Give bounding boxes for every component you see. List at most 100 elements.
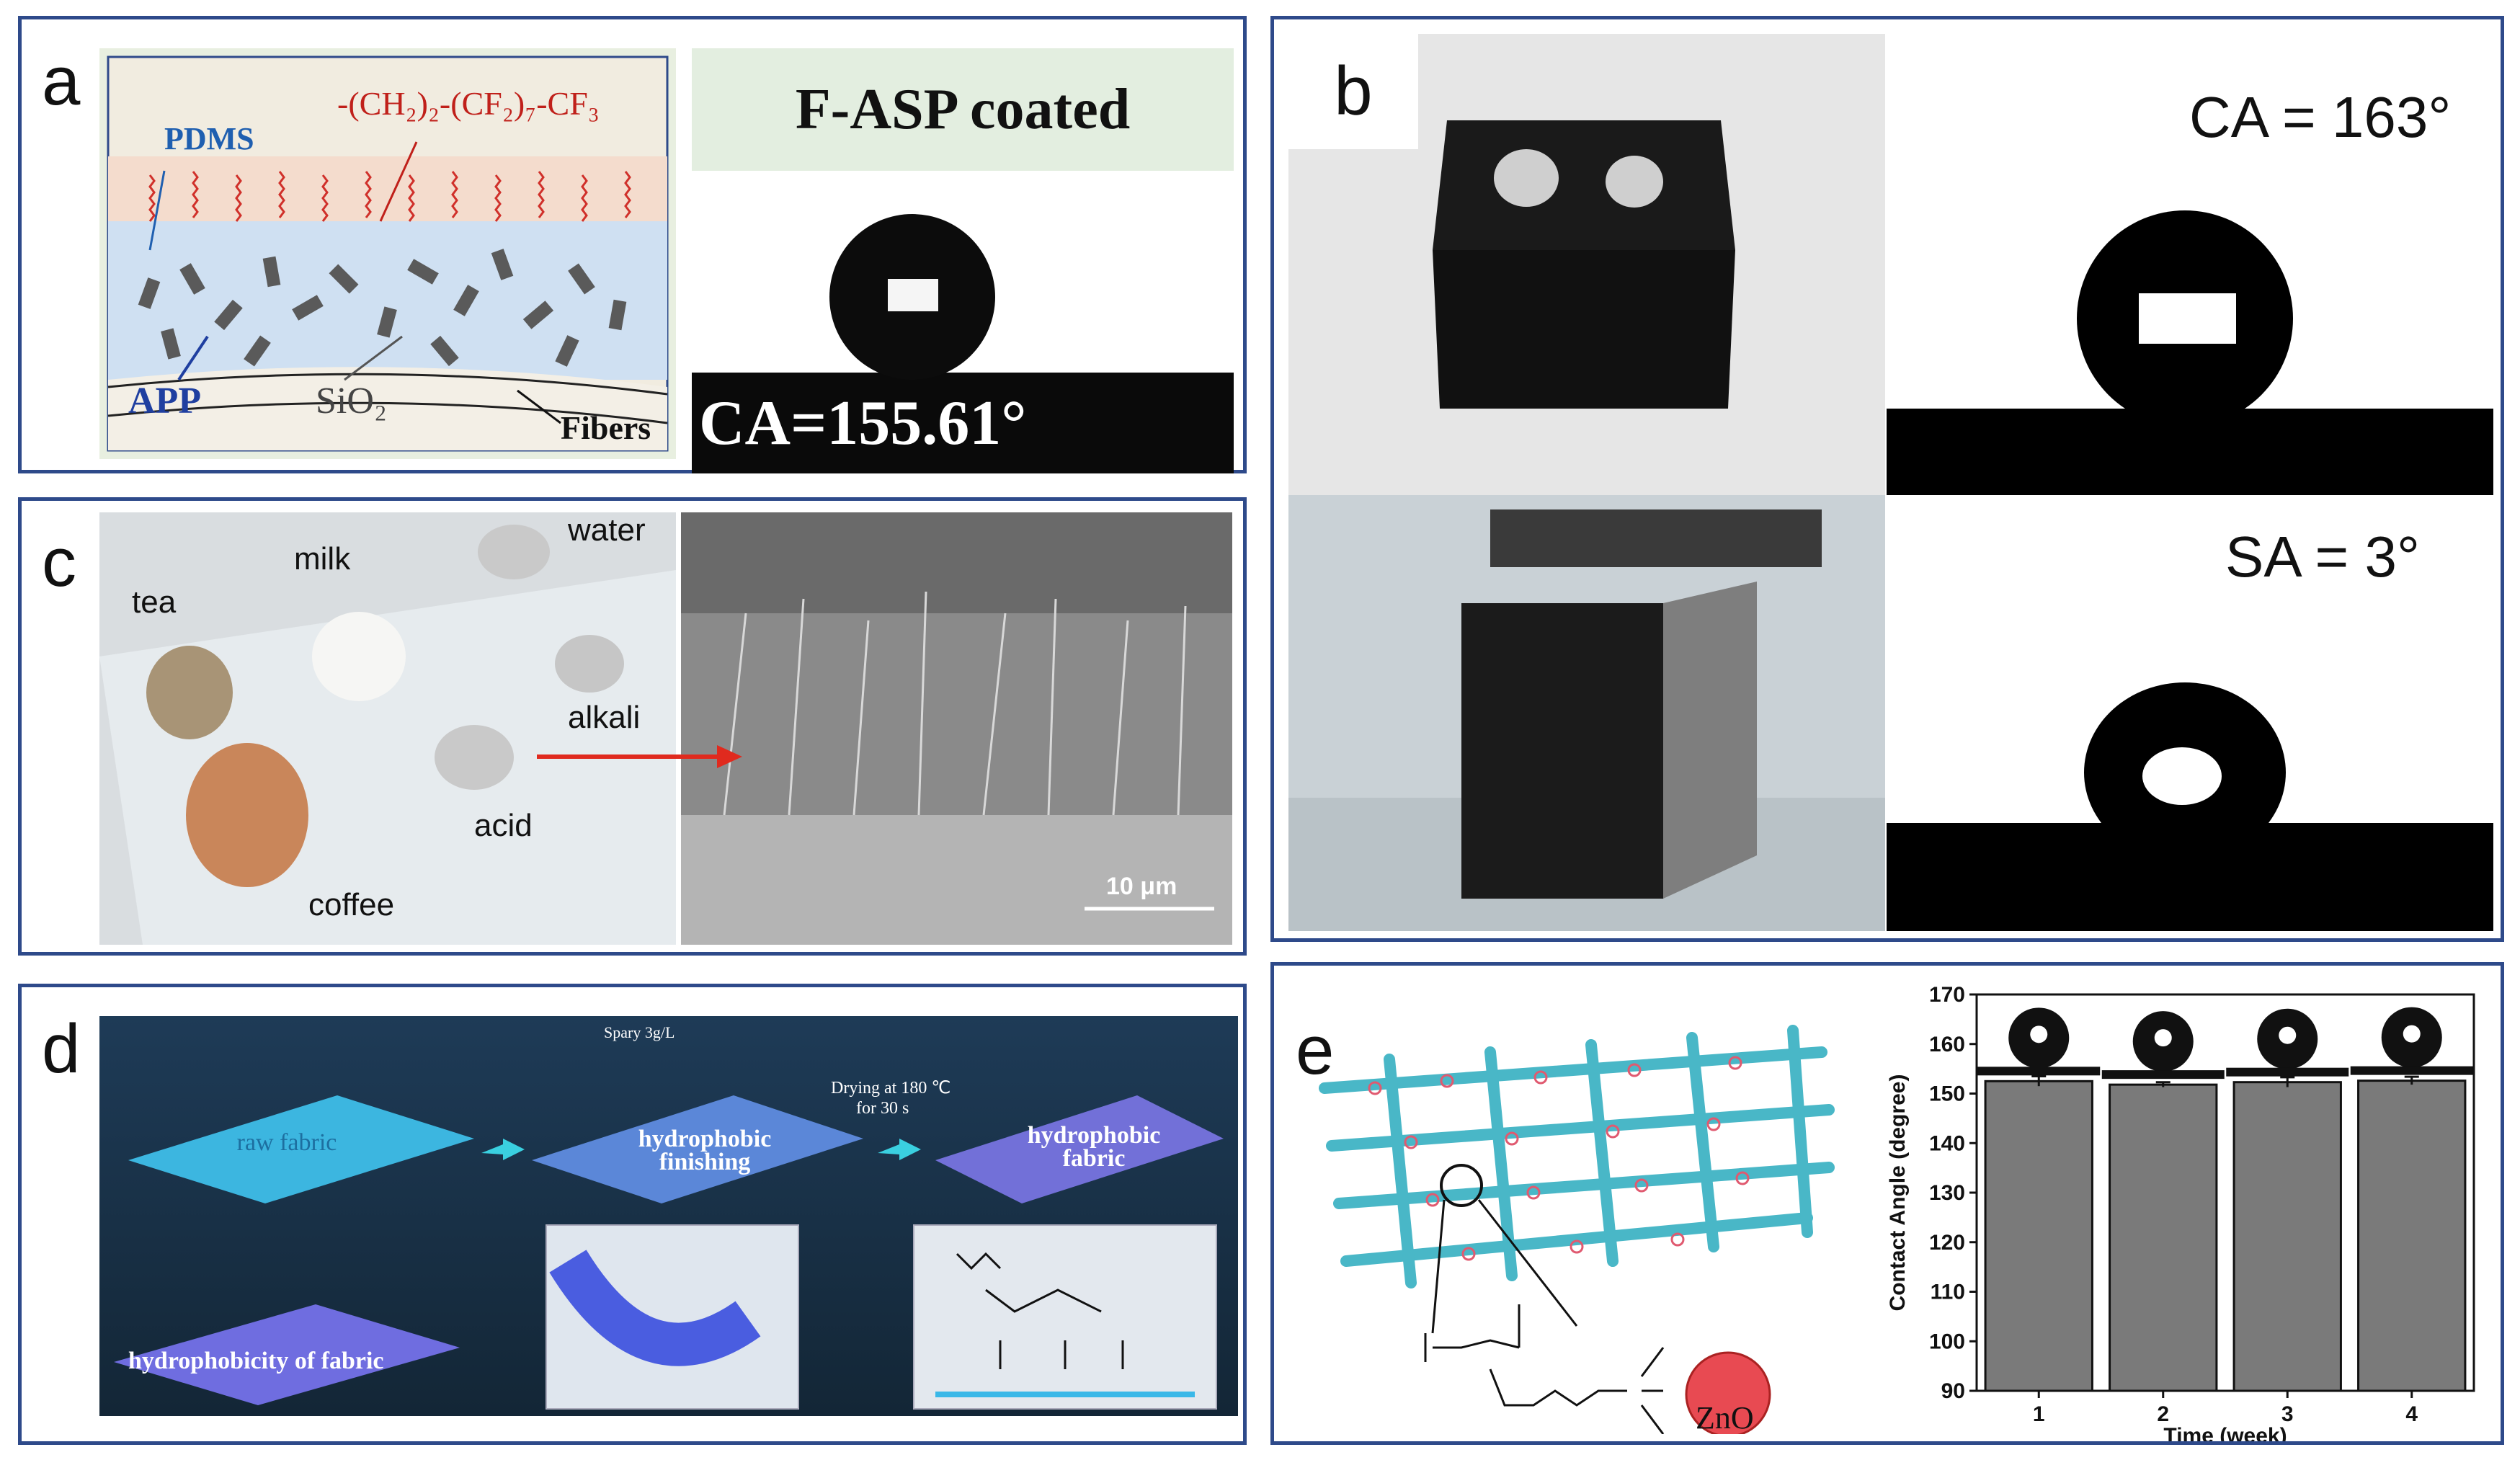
app-label: APP bbox=[128, 380, 202, 422]
panel-a-label: a bbox=[42, 43, 81, 120]
sem-scale-label: 10 μm bbox=[1106, 873, 1177, 900]
panel-c-label: c bbox=[42, 524, 76, 601]
spray-label: Spary 3g/L bbox=[604, 1023, 675, 1041]
y-tick-label: 150 bbox=[1929, 1082, 1965, 1106]
sio2-label: SiO₂ bbox=[316, 380, 388, 422]
water-drop bbox=[478, 525, 550, 579]
liquid-label-water: water bbox=[568, 512, 646, 548]
panel-a: a bbox=[18, 16, 1247, 473]
hydrophobic-fabric bbox=[935, 1095, 1224, 1203]
fibers-arrow bbox=[517, 389, 561, 424]
panel-a-schematic: PDMS -(CH₂)₂-(CF₂)₇-CF₃ APP SiO₂ Fibers bbox=[99, 48, 676, 459]
acid-drop bbox=[435, 725, 514, 790]
ca-droplet-image bbox=[1887, 210, 2493, 495]
droplet-image bbox=[692, 214, 1234, 473]
sa-droplet-b: SA = 3° bbox=[1887, 495, 2493, 931]
droplet-highlight bbox=[2403, 1025, 2421, 1043]
red-arrow bbox=[537, 745, 742, 768]
coffee-drop bbox=[186, 743, 308, 887]
raw-fabric-label: raw fabric bbox=[236, 1129, 337, 1156]
raw-fabric bbox=[128, 1095, 474, 1203]
droplet-substrate bbox=[2226, 1067, 2349, 1077]
bar bbox=[2109, 1083, 2218, 1392]
sem-nanostructure-image bbox=[681, 512, 1232, 945]
panel-b-sa: SA = 3° bbox=[2225, 525, 2420, 589]
y-tick-label: 140 bbox=[1929, 1131, 1965, 1155]
panel-a-ca: CA=155.61° bbox=[699, 388, 1027, 458]
chain-arrow bbox=[379, 141, 418, 222]
liquid-drops-image bbox=[99, 512, 676, 945]
cube-photo-top: b bbox=[1288, 34, 1885, 495]
panel-a-droplet: F-ASP coated CA=155.61° bbox=[692, 48, 1234, 473]
sio2-arrow bbox=[344, 335, 403, 381]
alkali-drop bbox=[555, 635, 624, 693]
zno-label: ZnO bbox=[1696, 1400, 1754, 1434]
tea-drop bbox=[146, 646, 233, 739]
liquid-label-coffee: coffee bbox=[308, 887, 395, 922]
panel-e: e bbox=[1270, 962, 2504, 1445]
zno-fabric-schematic: ZnO bbox=[1303, 987, 1851, 1434]
x-tick-label: 3 bbox=[2281, 1402, 2294, 1426]
polymer-structure bbox=[1424, 1304, 1665, 1434]
fiber-curve bbox=[549, 1250, 761, 1366]
liquid-label-acid: acid bbox=[474, 808, 533, 843]
droplet-highlight bbox=[2030, 1025, 2048, 1043]
droplet-substrate bbox=[2350, 1066, 2473, 1075]
cube-photo-bottom bbox=[1288, 495, 1885, 931]
drying-label: Drying at 180 ℃ bbox=[831, 1079, 951, 1098]
process-arrow-2 bbox=[878, 1139, 921, 1160]
bar bbox=[1984, 1080, 2093, 1392]
process-arrow-1 bbox=[481, 1139, 525, 1160]
droplet-highlight bbox=[2279, 1026, 2297, 1044]
chain-label: -(CH₂)₂-(CF₂)₇-CF₃ bbox=[337, 85, 600, 122]
molecule-structure bbox=[956, 1252, 1124, 1369]
hydrophobic-fabric-label: hydrophobic fabric bbox=[1027, 1122, 1161, 1172]
app-arrow bbox=[177, 335, 209, 381]
fibers-label: Fibers bbox=[561, 409, 651, 446]
molecule-box bbox=[913, 1224, 1217, 1410]
x-axis-label: Time (week) bbox=[2163, 1424, 2287, 1441]
cube-underwater-image bbox=[1288, 495, 1885, 931]
hydrophobicity-fabric bbox=[114, 1304, 460, 1405]
fabric-network-image bbox=[1319, 1025, 1835, 1434]
zoom-circle bbox=[1440, 1164, 1483, 1207]
sa-droplet-image bbox=[1887, 682, 2493, 931]
panel-b-ca: CA = 163° bbox=[2189, 85, 2452, 149]
liquid-label-tea: tea bbox=[132, 584, 177, 620]
x-tick-label: 1 bbox=[2033, 1402, 2045, 1426]
sem-image: 10 μm bbox=[681, 512, 1232, 945]
finishing-fabric bbox=[532, 1095, 863, 1203]
panel-c: c tea milk water alkali acid coffee bbox=[18, 497, 1247, 956]
bar bbox=[2232, 1081, 2342, 1392]
panel-b-label: b bbox=[1288, 34, 1418, 149]
droplet-substrate bbox=[1977, 1067, 2101, 1076]
panel-d: d Spary 3g/L Drying at 180 ℃ for 30 s ra… bbox=[18, 984, 1247, 1445]
y-tick-label: 160 bbox=[1929, 1033, 1965, 1056]
coating-schematic bbox=[107, 55, 669, 452]
finishing-label: hydrophobic finishing bbox=[638, 1126, 772, 1175]
panel-a-title: F-ASP coated bbox=[692, 48, 1234, 171]
y-tick-label: 120 bbox=[1929, 1231, 1965, 1255]
drying-time-label: for 30 s bbox=[856, 1099, 909, 1118]
droplet-substrate bbox=[2101, 1070, 2225, 1080]
pdms-arrow bbox=[148, 170, 166, 251]
x-tick-label: 2 bbox=[2157, 1402, 2169, 1426]
droplet-highlight bbox=[2154, 1029, 2172, 1047]
y-axis-label: Contact Angle (degree) bbox=[1886, 1074, 1910, 1312]
y-tick-label: 110 bbox=[1931, 1281, 1965, 1304]
liquid-label-milk: milk bbox=[294, 541, 351, 577]
x-tick-label: 4 bbox=[2405, 1402, 2418, 1426]
bar bbox=[2357, 1080, 2467, 1392]
y-tick-label: 100 bbox=[1929, 1330, 1965, 1353]
y-tick-label: 90 bbox=[1941, 1379, 1965, 1403]
fabric-process-image bbox=[114, 1095, 1224, 1410]
liquid-drops-photo: tea milk water alkali acid coffee bbox=[99, 512, 676, 945]
ca-droplet-b: CA = 163° bbox=[1887, 34, 2493, 495]
zno-particle bbox=[1685, 1351, 1771, 1434]
hydrophobicity-label: hydrophobicity of fabric bbox=[128, 1348, 384, 1374]
panel-d-label: d bbox=[42, 1010, 81, 1087]
y-tick-label: 130 bbox=[1929, 1181, 1965, 1205]
panel-e-label: e bbox=[1296, 1012, 1335, 1089]
